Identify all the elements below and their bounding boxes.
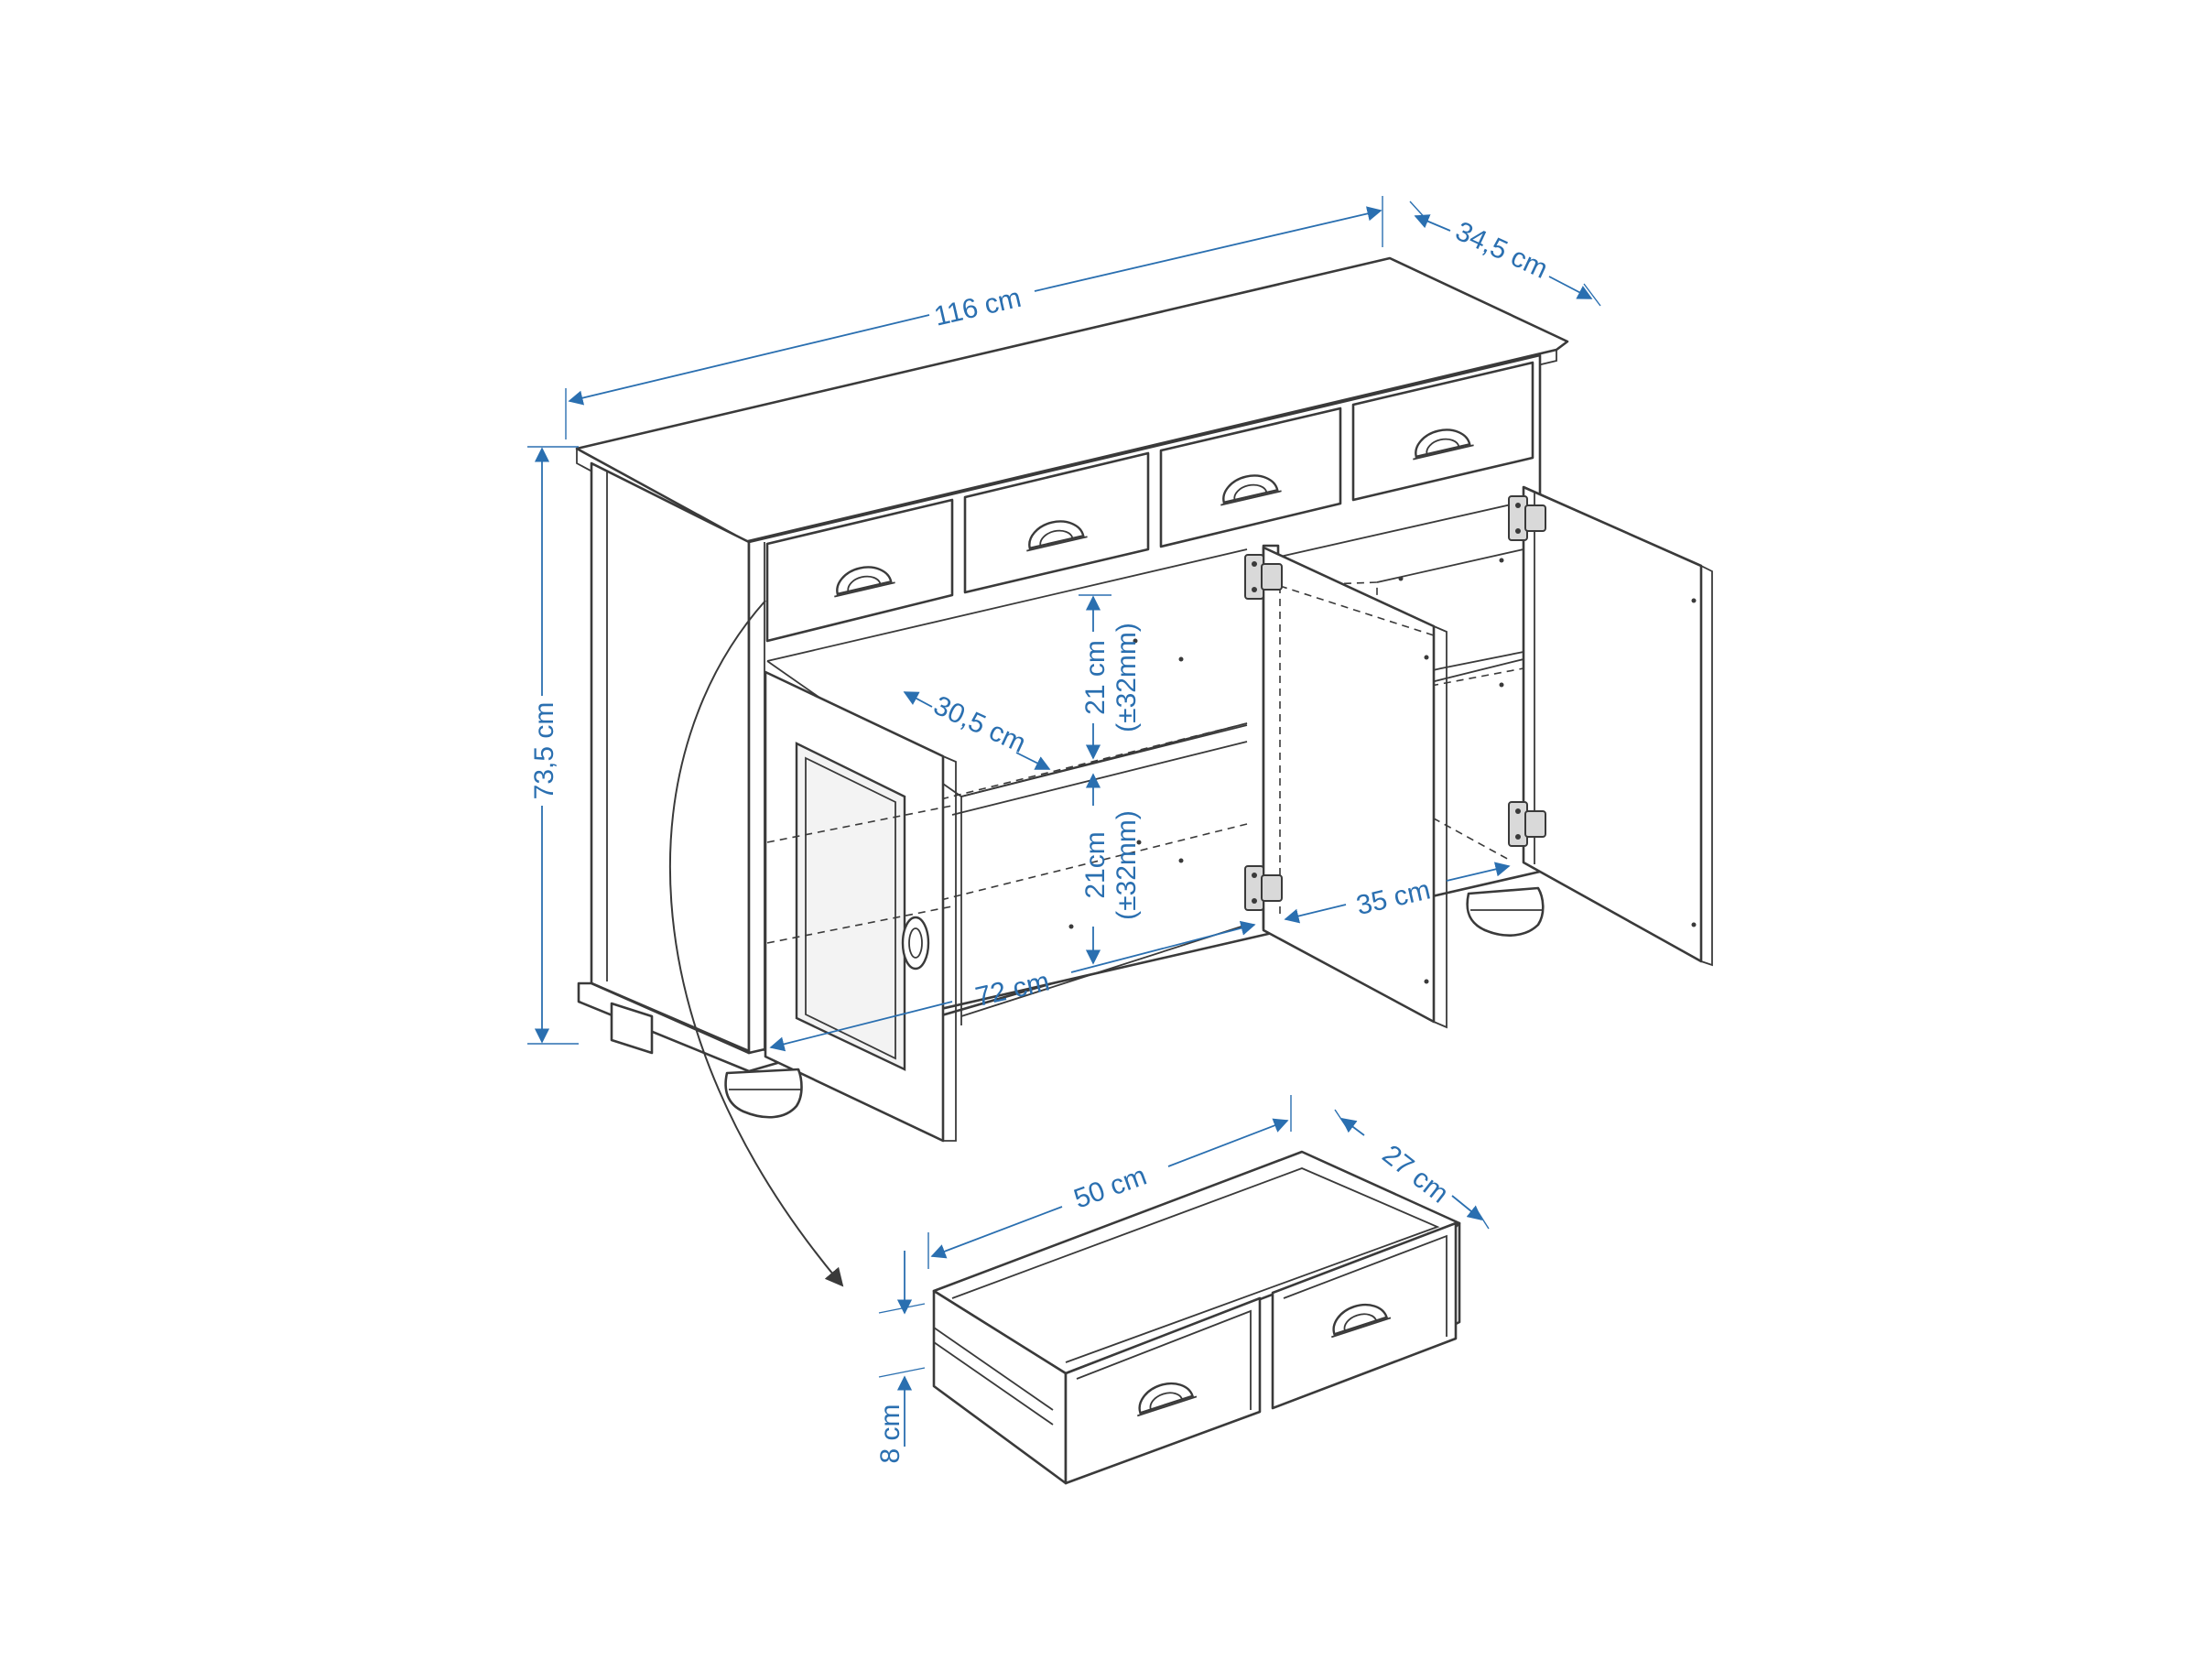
bun-foot-icon — [1466, 886, 1545, 937]
label-shelf-gap-upper-adj: (±32mm) — [1111, 623, 1142, 732]
loose-drawer — [932, 1150, 1461, 1485]
middle-door[interactable] — [1262, 546, 1448, 1029]
dim-shelf-gap-upper: 21 cm (±32mm) — [1079, 594, 1142, 760]
right-door[interactable] — [1522, 485, 1713, 967]
dim-height-total: 73,5 cm — [527, 446, 579, 1045]
door-knob-icon[interactable] — [901, 916, 930, 970]
cup-handle-icon[interactable] — [1216, 470, 1282, 506]
cup-handle-icon[interactable] — [830, 561, 895, 598]
dim-drawer-height: 8 cm — [875, 1251, 926, 1464]
label-height-total: 73,5 cm — [529, 702, 559, 800]
label-drawer-height: 8 cm — [875, 1404, 905, 1463]
feet — [610, 886, 1545, 1119]
cabinet-left-side — [590, 461, 751, 1053]
cup-handle-icon[interactable] — [1325, 1297, 1392, 1339]
label-width-total: 116 cm — [931, 283, 1024, 332]
label-shelf-gap-lower-adj: (±32mm) — [1111, 810, 1142, 920]
hinge-icon — [1244, 554, 1283, 600]
hinges — [1244, 495, 1546, 911]
bun-foot-icon — [724, 1068, 803, 1119]
label-drawer-width: 50 cm — [1070, 1161, 1151, 1215]
label-shelf-gap-lower: 21cm — [1080, 831, 1111, 898]
hinge-icon — [1508, 495, 1546, 541]
cup-handle-icon[interactable] — [1022, 515, 1088, 552]
swing-arrow-icon — [669, 600, 844, 1287]
hinge-icon — [1244, 865, 1283, 911]
label-depth-total: 34,5 cm — [1451, 216, 1553, 285]
cup-handle-icon[interactable] — [1408, 424, 1474, 461]
label-shelf-gap-upper: 21 cm — [1080, 640, 1111, 715]
left-glass-door[interactable] — [764, 670, 957, 1143]
cup-handle-icon[interactable] — [1131, 1376, 1198, 1417]
drawer-handles — [830, 424, 1474, 598]
bun-foot-icon — [610, 1002, 654, 1055]
hinge-icon — [1508, 801, 1546, 847]
dim-shelf-gap-lower: 21cm (±32mm) — [1080, 773, 1142, 965]
